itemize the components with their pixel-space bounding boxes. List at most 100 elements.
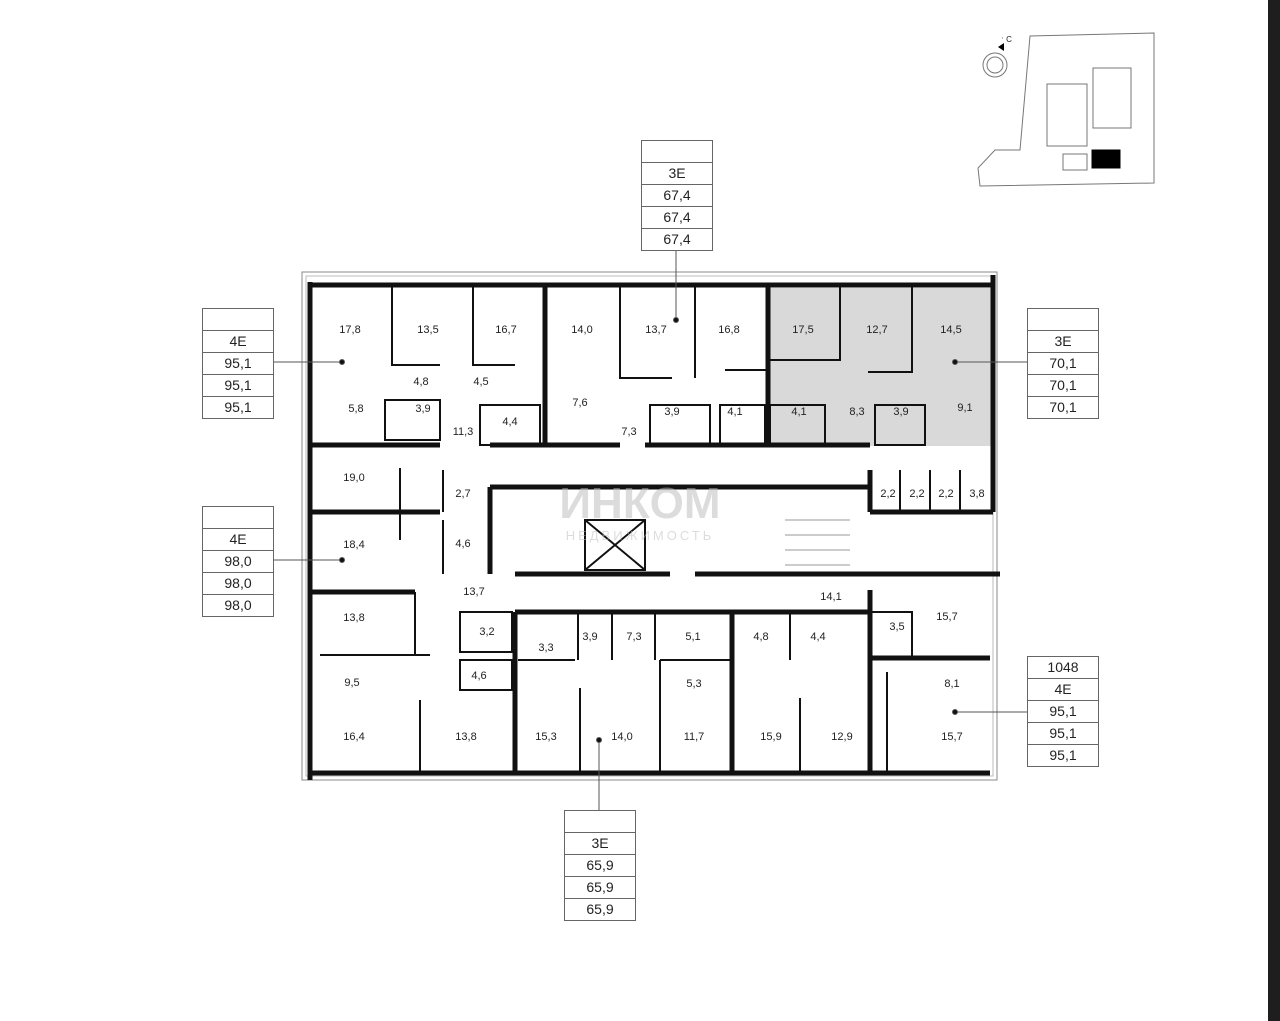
room-area: 14,0: [611, 731, 632, 743]
room-area: 14,0: [571, 324, 592, 336]
callout-area: 65,9: [565, 876, 635, 898]
room-area: 13,8: [455, 731, 476, 743]
callout-apartment-right-upper[interactable]: 3E 70,1 70,1 70,1: [1027, 308, 1099, 419]
callout-area: 65,9: [565, 854, 635, 876]
room-area: 18,4: [343, 539, 364, 551]
room-area: 3,2: [479, 626, 494, 638]
room-area: 16,7: [495, 324, 516, 336]
callout-area: 67,4: [642, 228, 712, 250]
room-area-labels: 17,8 13,5 16,7 14,0 13,7 16,8 17,5 12,7 …: [339, 324, 984, 743]
room-area: 2,2: [880, 488, 895, 500]
room-area: 3,9: [664, 406, 679, 418]
room-area: 15,7: [941, 731, 962, 743]
room-area: 4,4: [502, 416, 517, 428]
callout-area: 95,1: [203, 374, 273, 396]
room-area: 12,9: [831, 731, 852, 743]
room-area: 9,1: [957, 402, 972, 414]
room-area: 4,8: [753, 631, 768, 643]
room-area: 4,1: [727, 406, 742, 418]
callout-area: 70,1: [1028, 352, 1098, 374]
room-area: 13,8: [343, 612, 364, 624]
room-area: 15,9: [760, 731, 781, 743]
callout-type: 3E: [642, 162, 712, 184]
callout-apartment-right-lower[interactable]: 1048 4E 95,1 95,1 95,1: [1027, 656, 1099, 767]
callout-area: 98,0: [203, 550, 273, 572]
room-area: 15,7: [936, 611, 957, 623]
room-area: 14,1: [820, 591, 841, 603]
room-area: 2,2: [938, 488, 953, 500]
site-plan-thumbnail: [977, 32, 1155, 187]
callout-area: 70,1: [1028, 396, 1098, 418]
room-area: 4,6: [471, 670, 486, 682]
callout-apartment-left-lower[interactable]: 4E 98,0 98,0 98,0: [202, 506, 274, 617]
callout-number: 1048: [1047, 659, 1079, 675]
callout-area: 95,1: [1028, 722, 1098, 744]
room-area: 11,3: [453, 426, 474, 438]
callout-area: 70,1: [1028, 374, 1098, 396]
room-area: 4,4: [810, 631, 825, 643]
room-area: 4,1: [791, 406, 806, 418]
room-area: 3,3: [538, 642, 553, 654]
highlighted-apartment: [767, 288, 995, 446]
callout-number: [642, 141, 712, 162]
callout-area: 67,4: [642, 184, 712, 206]
room-area: 12,7: [866, 324, 887, 336]
room-area: 17,5: [792, 324, 813, 336]
callout-number: [565, 811, 635, 832]
callout-area: 67,4: [642, 206, 712, 228]
room-area: 16,8: [718, 324, 739, 336]
room-area: 7,3: [621, 426, 636, 438]
room-area: 7,6: [572, 397, 587, 409]
room-area: 11,7: [684, 731, 705, 743]
callout-area: 95,1: [203, 352, 273, 374]
watermark-brand: ИНКОМ: [559, 479, 720, 528]
callout-type: 3E: [565, 832, 635, 854]
callout-area: 95,1: [1028, 744, 1098, 766]
callout-type: 4E: [203, 330, 273, 352]
room-area: 5,1: [685, 631, 700, 643]
callout-type: 4E: [1028, 678, 1098, 700]
room-area: 2,7: [455, 488, 470, 500]
watermark-subtitle: НЕДВИЖИМОСТЬ: [566, 528, 715, 543]
compass-north-label: С: [1006, 35, 1012, 44]
room-area: 5,8: [348, 403, 363, 415]
room-area: 14,5: [940, 324, 961, 336]
room-area: 3,5: [889, 621, 904, 633]
callout-apartment-bottom[interactable]: 3E 65,9 65,9 65,9: [564, 810, 636, 921]
callout-number: [203, 309, 273, 330]
room-area: 4,6: [455, 538, 470, 550]
callout-area: 95,1: [1028, 700, 1098, 722]
room-area: 4,5: [473, 376, 488, 388]
room-area: 9,5: [344, 677, 359, 689]
window-edge-bar: [1268, 0, 1280, 1021]
room-area: 17,8: [339, 324, 360, 336]
room-area: 15,3: [535, 731, 556, 743]
callout-leaders: [272, 250, 1027, 810]
compass-arrow-icon: [998, 43, 1004, 51]
callout-area: 65,9: [565, 898, 635, 920]
callout-area: 95,1: [203, 396, 273, 418]
room-area: 7,3: [626, 631, 641, 643]
callout-number: [203, 507, 273, 528]
room-area: 19,0: [343, 472, 364, 484]
room-area: 4,8: [413, 376, 428, 388]
callout-area: 98,0: [203, 594, 273, 616]
room-area: 5,3: [686, 678, 701, 690]
callout-area: 98,0: [203, 572, 273, 594]
room-area: 13,5: [417, 324, 438, 336]
room-area: 2,2: [909, 488, 924, 500]
room-area: 13,7: [645, 324, 666, 336]
callout-apartment-top[interactable]: 3E 67,4 67,4 67,4: [641, 140, 713, 251]
room-area: 3,9: [582, 631, 597, 643]
room-area: 8,3: [849, 406, 864, 418]
walls: [301, 271, 1000, 781]
callout-type: 4E: [203, 528, 273, 550]
callout-apartment-left-upper[interactable]: 4E 95,1 95,1 95,1: [202, 308, 274, 419]
room-area: 13,7: [463, 586, 484, 598]
room-area: 3,9: [415, 403, 430, 415]
room-area: 16,4: [343, 731, 364, 743]
callout-type: 3E: [1028, 330, 1098, 352]
room-area: 8,1: [944, 678, 959, 690]
room-area: 3,8: [969, 488, 984, 500]
